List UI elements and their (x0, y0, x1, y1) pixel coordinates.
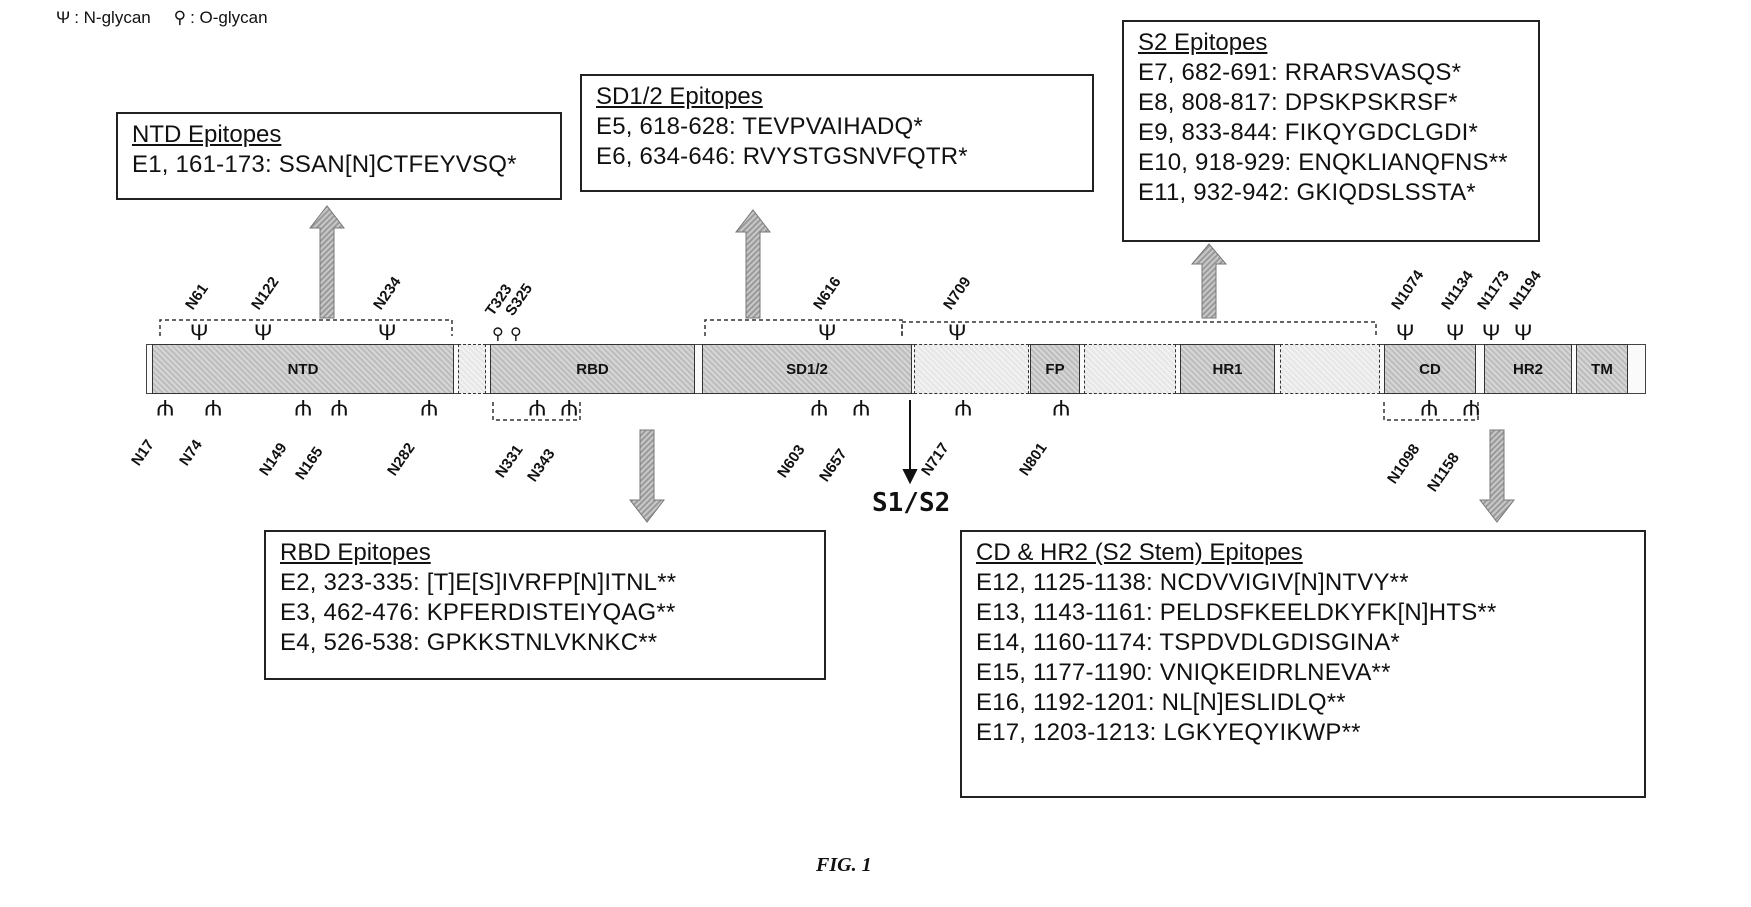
s2-epitopes-title: S2 Epitopes (1138, 28, 1526, 58)
n-glycan-icon: Ψ (948, 322, 966, 344)
rbd-epitopes-box: RBD Epitopes E2, 323-335: [T]E[S]IVRFP[N… (264, 530, 826, 680)
n-glycan-icon: Ψ (852, 396, 870, 418)
domain-ntd: NTD (152, 344, 454, 394)
sd12-epitopes-title: SD1/2 Epitopes (596, 82, 1080, 112)
domain-cd: CD (1384, 344, 1476, 394)
domain-hr1: HR1 (1180, 344, 1275, 394)
domain-hr2-label: HR2 (1513, 361, 1543, 378)
n-glycan-icon: Ψ (560, 396, 578, 418)
bottom-glycan-brackets (493, 402, 1478, 420)
arrow-stem-down (1480, 430, 1514, 522)
epitope-line: E16, 1192-1201: NL[N]ESLIDLQ** (976, 688, 1632, 718)
top-glycan-brackets (160, 320, 1376, 336)
arrow-s2-up (1192, 244, 1226, 318)
domain-tm-label: TM (1591, 361, 1613, 378)
epitope-line: E12, 1125-1138: NCDVVIGIV[N]NTVY** (976, 568, 1632, 598)
s1s2-cleavage-label: S1/S2 (872, 488, 950, 518)
ntd-epitopes-title: NTD Epitopes (132, 120, 548, 150)
n-glycan-icon: Ψ (330, 396, 348, 418)
epitope-line: E5, 618-628: TEVPVAIHADQ* (596, 112, 1080, 142)
domain-sd12: SD1/2 (702, 344, 912, 394)
epitope-line: E17, 1203-1213: LGKYEQYIKWP** (976, 718, 1632, 748)
epitope-line: E1, 161-173: SSAN[N]CTFEYVSQ* (132, 150, 548, 180)
n-glycan-icon: Ψ (1420, 396, 1438, 418)
n-glycan-icon: Ψ (190, 322, 208, 344)
arrow-ntd-up (310, 206, 344, 318)
domain-rbd-label: RBD (576, 361, 609, 378)
epitope-line: E15, 1177-1190: VNIQKEIDRLNEVA** (976, 658, 1632, 688)
epitope-line: E13, 1143-1161: PELDSFKEELDKYFK[N]HTS** (976, 598, 1632, 628)
n-glycan-icon: Ψ (818, 322, 836, 344)
domain-fp-label: FP (1045, 361, 1064, 378)
domain-cd-label: CD (1419, 361, 1441, 378)
n-glycan-icon: Ψ (254, 322, 272, 344)
domain-hr2: HR2 (1484, 344, 1572, 394)
n-glycan-icon: Ψ (156, 396, 174, 418)
domain-tm: TM (1576, 344, 1628, 394)
domain-linker-4 (1280, 344, 1380, 394)
domain-sd12-label: SD1/2 (786, 361, 828, 378)
s1s2-cleavage-arrow (904, 400, 916, 482)
epitope-line: E7, 682-691: RRARSVASQS* (1138, 58, 1526, 88)
stem-epitopes-box: CD & HR2 (S2 Stem) Epitopes E12, 1125-11… (960, 530, 1646, 798)
n-glycan-icon: Ψ (954, 396, 972, 418)
s2-epitopes-box: S2 Epitopes E7, 682-691: RRARSVASQS* E8,… (1122, 20, 1540, 242)
n-glycan-icon: Ψ (294, 396, 312, 418)
rbd-epitopes-title: RBD Epitopes (280, 538, 812, 568)
n-glycan-icon: Ψ (420, 396, 438, 418)
domain-linker-2 (914, 344, 1029, 394)
n-glycan-icon: Ψ (528, 396, 546, 418)
n-glycan-icon: Ψ (1396, 322, 1414, 344)
n-glycan-icon: Ψ (1514, 322, 1532, 344)
o-glycan-icon: ⚲ (492, 324, 504, 346)
n-glycan-icon: Ψ (1462, 396, 1480, 418)
epitope-line: E14, 1160-1174: TSPDVDLGDISGINA* (976, 628, 1632, 658)
n-glycan-icon: Ψ (1052, 396, 1070, 418)
n-glycan-icon: Ψ (204, 396, 222, 418)
domain-rbd: RBD (490, 344, 695, 394)
n-glycan-icon: Ψ (378, 322, 396, 344)
domain-fp: FP (1030, 344, 1080, 394)
ntd-epitopes-box: NTD Epitopes E1, 161-173: SSAN[N]CTFEYVS… (116, 112, 562, 200)
o-glycan-icon: ⚲ (510, 324, 522, 346)
domain-ntd-label: NTD (288, 361, 319, 378)
n-glycan-icon: Ψ (810, 396, 828, 418)
domain-linker-1 (458, 344, 486, 394)
stem-epitopes-title: CD & HR2 (S2 Stem) Epitopes (976, 538, 1632, 568)
n-glycan-icon: Ψ (1482, 322, 1500, 344)
arrow-sd12-up (736, 210, 770, 318)
domain-hr1-label: HR1 (1212, 361, 1242, 378)
domain-linker-3 (1084, 344, 1176, 394)
epitope-line: E3, 462-476: KPFERDISTEIYQAG** (280, 598, 812, 628)
epitope-line: E4, 526-538: GPKKSTNLVKNKC** (280, 628, 812, 658)
epitope-line: E9, 833-844: FIKQYGDCLGDI* (1138, 118, 1526, 148)
epitope-line: E10, 918-929: ENQKLIANQFNS** (1138, 148, 1526, 178)
epitope-line: E2, 323-335: [T]E[S]IVRFP[N]ITNL** (280, 568, 812, 598)
sd12-epitopes-box: SD1/2 Epitopes E5, 618-628: TEVPVAIHADQ*… (580, 74, 1094, 192)
epitope-line: E8, 808-817: DPSKPSKRSF* (1138, 88, 1526, 118)
n-glycan-icon: Ψ (1446, 322, 1464, 344)
epitope-line: E11, 932-942: GKIQDSLSSTA* (1138, 178, 1526, 208)
figure-label: FIG. 1 (816, 854, 872, 877)
epitope-line: E6, 634-646: RVYSTGSNVFQTR* (596, 142, 1080, 172)
arrow-rbd-down (630, 430, 664, 522)
